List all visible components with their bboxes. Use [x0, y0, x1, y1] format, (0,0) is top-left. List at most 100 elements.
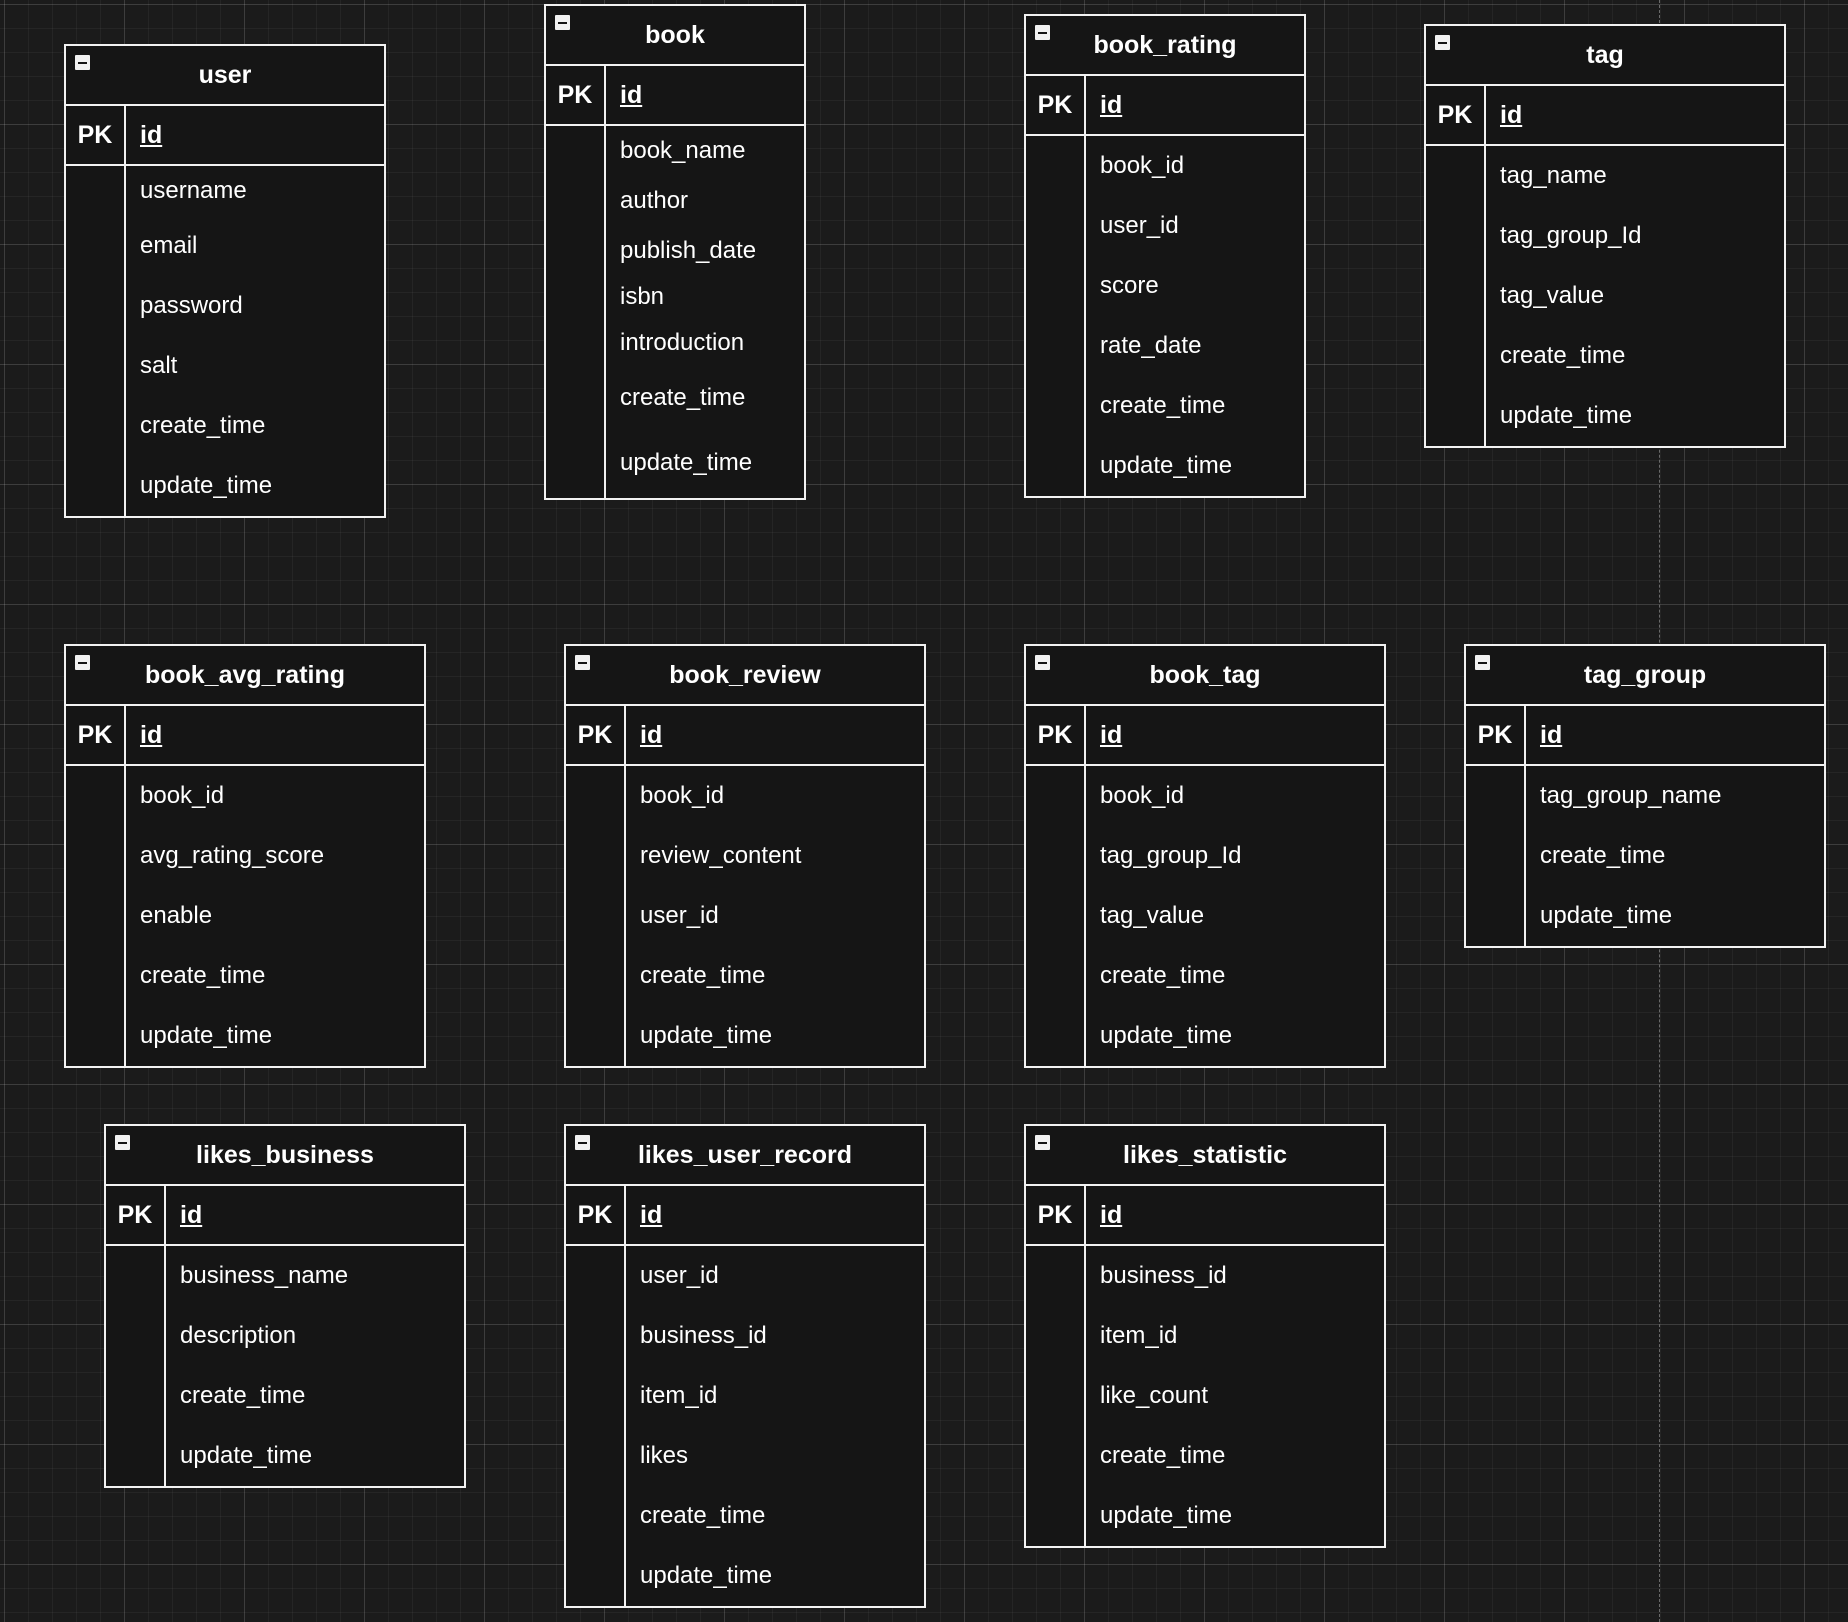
field-row[interactable]: tag_group_Id [1100, 842, 1242, 869]
field-row[interactable]: book_id [1100, 782, 1185, 809]
field-row[interactable]: tag_group_Id [1500, 222, 1642, 249]
collapse-icon[interactable] [1035, 25, 1050, 40]
field-row[interactable]: business_name [180, 1262, 349, 1289]
table-name: user [198, 60, 252, 89]
field-row[interactable]: create_time [180, 1382, 306, 1409]
field-row[interactable]: user_id [640, 902, 719, 929]
field-row[interactable]: create_time [1100, 392, 1226, 419]
collapse-icon[interactable] [115, 1135, 130, 1150]
field-row[interactable]: update_time [1540, 902, 1673, 929]
field-row[interactable]: update_time [140, 472, 273, 499]
field-row[interactable]: update_time [180, 1442, 313, 1469]
table-name: likes_business [196, 1140, 374, 1169]
pk-field: id [140, 720, 163, 749]
field-row[interactable]: avg_rating_score [140, 842, 325, 869]
field-row[interactable]: like_count [1100, 1382, 1209, 1409]
collapse-icon[interactable] [1035, 655, 1050, 670]
field-row[interactable]: create_time [620, 384, 746, 411]
field-row[interactable]: password [140, 292, 243, 319]
field-row[interactable]: book_id [1100, 152, 1185, 179]
field-row[interactable]: create_time [1100, 962, 1226, 989]
field-row[interactable]: update_time [620, 449, 753, 476]
field-row[interactable]: create_time [140, 412, 266, 439]
field-row[interactable]: description [180, 1322, 297, 1349]
field-row[interactable]: tag_name [1500, 162, 1607, 189]
field-row[interactable]: item_id [640, 1382, 718, 1409]
field-row[interactable]: update_time [1100, 1502, 1233, 1529]
field-row[interactable]: create_time [1100, 1442, 1226, 1469]
field-row[interactable]: create_time [1540, 842, 1666, 869]
field-row[interactable]: item_id [1100, 1322, 1178, 1349]
field-row[interactable]: salt [140, 352, 178, 379]
table-header: book_review [566, 646, 924, 706]
field-row[interactable]: username [140, 177, 247, 204]
field-row[interactable]: user_id [640, 1262, 719, 1289]
fields-section: tag_group_name create_time update_time [1466, 766, 1824, 946]
field-row[interactable]: create_time [140, 962, 266, 989]
pk-label: PK [66, 706, 126, 764]
primary-key-row[interactable]: PK id [66, 706, 424, 766]
collapse-icon[interactable] [1035, 1135, 1050, 1150]
field-row[interactable]: book_id [640, 782, 725, 809]
collapse-icon[interactable] [1475, 655, 1490, 670]
field-row[interactable]: update_time [1100, 1022, 1233, 1049]
field-row[interactable]: update_time [140, 1022, 273, 1049]
field-row[interactable]: author [620, 187, 689, 214]
collapse-icon[interactable] [555, 15, 570, 30]
field-row[interactable]: likes [640, 1442, 689, 1469]
collapse-icon[interactable] [575, 1135, 590, 1150]
field-row[interactable]: enable [140, 902, 213, 929]
field-row[interactable]: tag_group_name [1540, 782, 1722, 809]
field-row[interactable]: introduction [620, 329, 745, 356]
field-row[interactable]: business_id [640, 1322, 767, 1349]
field-row[interactable]: update_time [1500, 402, 1633, 429]
field-row[interactable]: email [140, 232, 198, 259]
field-row[interactable]: create_time [640, 1502, 766, 1529]
key-column [546, 126, 606, 498]
collapse-icon[interactable] [1435, 35, 1450, 50]
collapse-icon[interactable] [575, 655, 590, 670]
field-row[interactable]: book_id [140, 782, 225, 809]
field-row[interactable]: create_time [640, 962, 766, 989]
field-row[interactable]: rate_date [1100, 332, 1202, 359]
field-row[interactable]: update_time [1100, 452, 1233, 479]
field-row[interactable]: publish_date [620, 237, 757, 264]
field-row[interactable]: create_time [1500, 342, 1626, 369]
collapse-icon[interactable] [75, 55, 90, 70]
field-row[interactable]: business_id [1100, 1262, 1227, 1289]
field-row[interactable]: review_content [640, 842, 802, 869]
field-row[interactable]: update_time [640, 1022, 773, 1049]
field-row[interactable]: tag_value [1500, 282, 1605, 309]
collapse-icon[interactable] [75, 655, 90, 670]
field-row[interactable]: update_time [640, 1562, 773, 1589]
field-row[interactable]: tag_value [1100, 902, 1205, 929]
field-row[interactable]: book_name [620, 137, 746, 164]
field-row[interactable]: user_id [1100, 212, 1179, 239]
field-row[interactable]: score [1100, 272, 1159, 299]
field-row[interactable]: isbn [620, 283, 665, 310]
